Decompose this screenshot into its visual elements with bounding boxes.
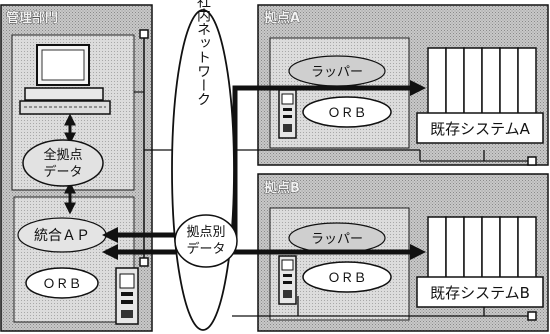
site-b-legacy-system: 既存システムB [417, 277, 543, 307]
all-site-data-label-line2: データ [43, 164, 82, 180]
integrated-ap: 統合ＡＰ [18, 218, 106, 252]
company-network: 社内ネットワーク [172, 0, 234, 330]
site-b-wrapper-label: ラッパー [311, 232, 363, 247]
company-network-label: 社内ネットワーク [195, 0, 211, 106]
site-data-bubble: 拠点別 データ [175, 215, 237, 267]
site-a-wrapper-label: ラッパー [311, 65, 363, 80]
site-data-label-line1: 拠点別 [186, 225, 225, 240]
site-a-legacy-system-label: 既存システムA [430, 120, 531, 138]
all-site-data-label-line1: 全拠点 [43, 147, 82, 163]
site-a-orb-label: ＯＲＢ [327, 106, 366, 121]
site-b-server-icon [279, 256, 296, 304]
server-icon [116, 268, 138, 324]
management-orb-label: ＯＲＢ [42, 277, 81, 292]
site-b-title: 拠点B [264, 180, 300, 196]
site-data-label-line2: データ [186, 241, 225, 257]
site-b-orb-label: ＯＲＢ [327, 271, 366, 286]
integrated-ap-label: 統合ＡＰ [34, 228, 90, 244]
site-a-wrapper: ラッパー [289, 56, 385, 86]
site-b-legacy-system-label: 既存システムB [430, 284, 530, 302]
site-a-server-icon [279, 90, 296, 138]
management-orb: ＯＲＢ [26, 268, 98, 298]
site-a-title: 拠点A [264, 10, 300, 26]
management-region-title: 管理部門 [6, 10, 58, 26]
site-a-orb: ＯＲＢ [303, 97, 391, 127]
site-b-orb: ＯＲＢ [303, 262, 391, 292]
site-a-legacy-system: 既存システムA [417, 113, 543, 143]
site-b-wrapper: ラッパー [289, 223, 385, 253]
